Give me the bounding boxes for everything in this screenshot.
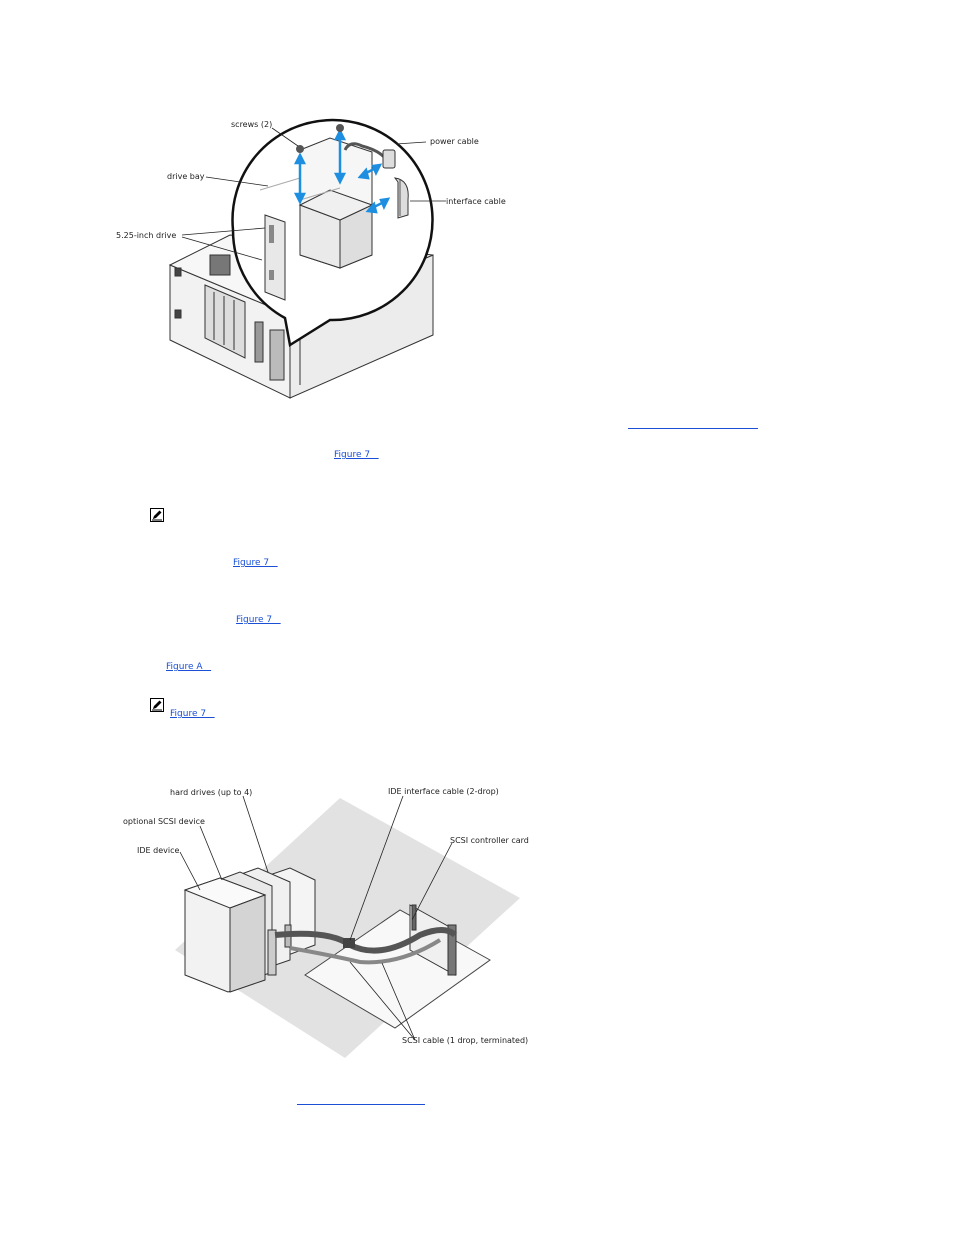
label-drive-bay: drive bay xyxy=(167,172,205,181)
figure-drive-installation: screws (2) power cable drive bay interfa… xyxy=(116,118,506,399)
label-interface-cable: interface cable xyxy=(446,197,506,206)
floor-shading xyxy=(175,798,520,1058)
link-figure-a[interactable]: Figure A xyxy=(166,662,212,672)
note-pencil-icon xyxy=(150,508,164,522)
figure-drive-cabling: hard drives (up to 4) IDE interface cabl… xyxy=(123,787,529,1058)
label-optional-scsi-device: optional SCSI device xyxy=(123,817,205,826)
ide-interface-cable xyxy=(274,927,458,954)
label-ide-device: IDE device xyxy=(137,846,179,855)
label-ide-interface-cable: IDE interface cable (2-drop) xyxy=(388,787,499,796)
scsi-cable xyxy=(289,938,442,965)
label-power-cable: power cable xyxy=(430,137,479,146)
label-drive: 5.25-inch drive xyxy=(116,231,176,240)
label-screws: screws (2) xyxy=(231,120,272,129)
leader-lines xyxy=(179,795,453,1041)
link-figure-7[interactable]: Figure 7 xyxy=(233,558,278,568)
link-figure-7[interactable]: Figure 7 xyxy=(170,709,215,719)
magnifier-bubble xyxy=(231,118,434,348)
link-figure-7[interactable]: Figure 7 xyxy=(236,615,281,625)
link-underline-1[interactable] xyxy=(628,428,758,429)
note-pencil-icon xyxy=(150,698,164,712)
label-scsi-controller-card: SCSI controller card xyxy=(450,836,529,845)
label-hard-drives: hard drives (up to 4) xyxy=(170,788,252,797)
scsi-controller-card xyxy=(409,904,457,976)
link-underline-2[interactable] xyxy=(297,1104,425,1105)
leader-lines xyxy=(181,127,446,261)
drive-stack xyxy=(183,867,316,993)
label-scsi-cable: SCSI cable (1 drop, terminated) xyxy=(402,1036,528,1045)
link-figure-7[interactable]: Figure 7 xyxy=(334,450,379,460)
